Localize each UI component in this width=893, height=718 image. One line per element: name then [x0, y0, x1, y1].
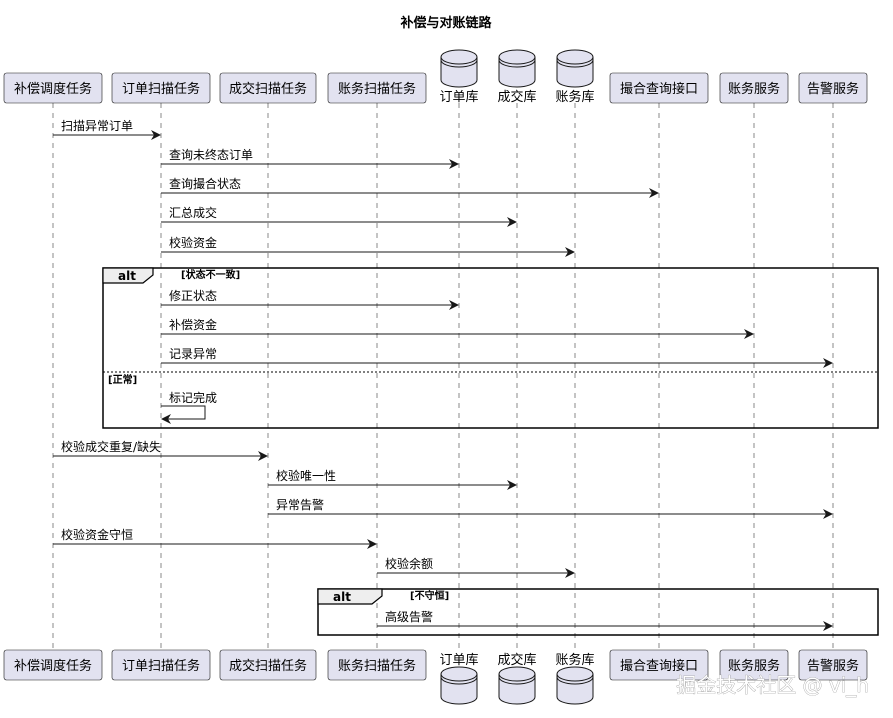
participant-bottom-p2[interactable]: 订单扫描任务 — [111, 649, 211, 681]
participant-label: 告警服务 — [807, 81, 859, 97]
message-label: 查询未终态订单 — [169, 147, 253, 162]
message-label: 扫描异常订单 — [61, 119, 133, 133]
message-label: 异常告警 — [276, 497, 324, 512]
message-arrow: 异常告警 — [268, 497, 833, 519]
message-arrow: 扫描异常订单 — [53, 119, 161, 140]
message-label: 校验唯一性 — [276, 468, 336, 483]
message-arrow: 校验成交重复/缺失 — [53, 439, 268, 461]
participant-label: 补偿调度任务 — [14, 658, 92, 674]
fragment-keyword: alt — [118, 269, 136, 283]
participant-label: 账务扫描任务 — [338, 658, 416, 674]
fragment-else-guard: [正常] — [108, 373, 137, 386]
database-icon — [556, 57, 594, 88]
message-label: 高级告警 — [385, 609, 433, 624]
participant-bottom-p6[interactable]: 成交库 — [497, 652, 537, 705]
database-icon — [498, 674, 536, 705]
message-label: 校验资金 — [169, 235, 217, 250]
message-arrow: 校验唯一性 — [268, 468, 517, 490]
participant-bottom-p9[interactable]: 账务服务 — [719, 649, 789, 681]
alt-fragment: alt [不守恒] — [317, 588, 879, 636]
participant-bottom-p1[interactable]: 补偿调度任务 — [3, 649, 103, 681]
fragment-guard: [状态不一致] — [181, 268, 240, 281]
message-label: 标记完成 — [169, 390, 217, 405]
participant-label: 撮合查询接口 — [620, 658, 698, 674]
participant-top-p3[interactable]: 成交扫描任务 — [219, 72, 317, 104]
participant-top-p2[interactable]: 订单扫描任务 — [111, 72, 211, 104]
participant-bottom-p7[interactable]: 账务库 — [555, 652, 595, 705]
message-arrow: 查询撮合状态 — [161, 176, 659, 198]
participant-top-p1[interactable]: 补偿调度任务 — [3, 72, 103, 104]
message-arrow: 标记完成 — [161, 390, 217, 424]
message-label: 校验资金守恒 — [61, 527, 133, 542]
message-label: 汇总成交 — [169, 205, 217, 220]
participant-top-p9[interactable]: 账务服务 — [719, 72, 789, 104]
alt-fragment: alt [状态不一致] [正常] — [102, 267, 879, 429]
participant-label: 撮合查询接口 — [620, 81, 698, 97]
participant-label: 订单库 — [439, 652, 478, 668]
participant-top-p8[interactable]: 撮合查询接口 — [609, 72, 709, 104]
participant-label: 补偿调度任务 — [14, 81, 92, 97]
participant-bottom-p8[interactable]: 撮合查询接口 — [609, 649, 709, 681]
participant-label: 订单库 — [439, 89, 478, 105]
diagram-title: 补偿与对账链路 — [399, 15, 492, 31]
participant-label: 账务库 — [555, 89, 594, 105]
participant-top-p4[interactable]: 账务扫描任务 — [327, 72, 427, 104]
participant-bottom-p5[interactable]: 订单库 — [439, 652, 479, 705]
message-arrow: 校验资金 — [161, 235, 575, 257]
participant-label: 订单扫描任务 — [122, 81, 200, 97]
watermark: 掘金技术社区 @ vi_h — [676, 673, 869, 697]
participant-label: 账务服务 — [728, 81, 780, 97]
fragment-guard: [不守恒] — [410, 589, 449, 602]
message-label: 补偿资金 — [169, 317, 217, 332]
database-icon — [498, 57, 536, 88]
message-arrow: 记录异常 — [161, 347, 833, 368]
participant-bottom-p10[interactable]: 告警服务 — [798, 649, 868, 681]
message-arrow: 查询未终态订单 — [161, 147, 459, 169]
participant-label: 成交扫描任务 — [229, 658, 307, 674]
message-label: 修正状态 — [169, 288, 217, 303]
message-arrow: 高级告警 — [377, 609, 833, 631]
participant-label: 成交库 — [497, 652, 536, 668]
participant-label: 成交库 — [497, 89, 536, 105]
participant-bottom-p3[interactable]: 成交扫描任务 — [219, 649, 317, 681]
message-arrow: 校验余额 — [377, 556, 575, 578]
participant-bottom-p4[interactable]: 账务扫描任务 — [327, 649, 427, 681]
message-arrow: 校验资金守恒 — [53, 527, 377, 549]
database-icon — [440, 674, 478, 705]
message-label: 记录异常 — [169, 347, 217, 361]
participant-label: 账务服务 — [728, 658, 780, 674]
participant-label: 成交扫描任务 — [229, 81, 307, 97]
participant-top-p7[interactable]: 账务库 — [555, 49, 595, 105]
participant-label: 订单扫描任务 — [122, 658, 200, 674]
message-arrow: 汇总成交 — [161, 205, 517, 227]
message-label: 校验成交重复/缺失 — [61, 439, 161, 454]
participant-top-p10[interactable]: 告警服务 — [798, 72, 868, 104]
database-icon — [556, 674, 594, 705]
message-label: 查询撮合状态 — [169, 176, 241, 191]
database-icon — [440, 57, 478, 88]
message-arrow: 补偿资金 — [161, 317, 754, 339]
message-label: 校验余额 — [385, 556, 433, 571]
message-arrow: 修正状态 — [161, 288, 459, 310]
participant-top-p6[interactable]: 成交库 — [497, 49, 537, 105]
participant-label: 账务扫描任务 — [338, 81, 416, 97]
participant-label: 账务库 — [555, 652, 594, 668]
fragment-keyword: alt — [333, 590, 351, 604]
participant-top-p5[interactable]: 订单库 — [439, 49, 479, 105]
participant-label: 告警服务 — [807, 658, 859, 674]
